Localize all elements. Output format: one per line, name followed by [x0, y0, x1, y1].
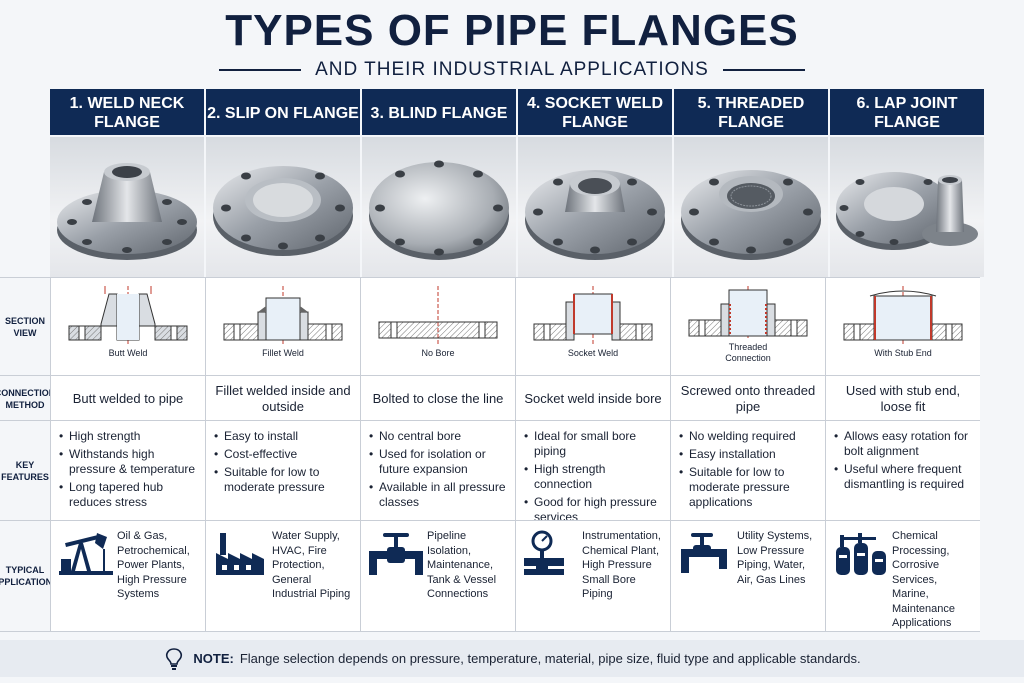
blind-section-diagram [378, 286, 498, 344]
flange-image-row [50, 137, 986, 277]
feature-item: Long tapered hub reduces stress [59, 480, 201, 510]
section-caption-3: No Bore [421, 348, 455, 358]
connection-cell-4: Socket weld inside bore [515, 376, 670, 421]
weld-neck-section-diagram [68, 286, 188, 344]
connection-cell-3: Bolted to close the line [360, 376, 515, 421]
features-cell-5: No welding required Easy installation Su… [670, 421, 825, 521]
applications-text-6: Chemical Processing, Corrosive Services,… [892, 530, 955, 629]
factory-icon [216, 533, 264, 575]
feature-item: Cost-effective [214, 447, 356, 462]
section-cell-2: Fillet Weld [205, 278, 360, 376]
features-cell-4: Ideal for small bore piping High strengt… [515, 421, 670, 524]
flange-header-1: 1. WELD NECK FLANGE [50, 89, 204, 135]
flange-header-4: 4. SOCKET WELD FLANGE [518, 89, 672, 135]
applications-cell-4: Instrumentation, Chemical Plant, High Pr… [515, 521, 670, 631]
key-features-row: KEY FEATURES High strength Withstands hi… [0, 420, 980, 524]
section-cell-6: With Stub End [825, 278, 980, 376]
applications-cell-1: Oil & Gas, Petrochemical, Power Plants, … [50, 521, 205, 631]
features-cell-3: No central bore Used for isolation or fu… [360, 421, 515, 521]
section-caption-6: With Stub End [874, 348, 932, 358]
applications-text-1: Oil & Gas, Petrochemical, Power Plants, … [117, 530, 190, 600]
flange-header-5: 5. THREADED FLANGE [674, 89, 828, 135]
feature-item: Suitable for low to moderate pressure ap… [679, 465, 821, 510]
flange-header-2: 2. SLIP ON FLANGE [206, 89, 360, 135]
applications-text-4: Instrumentation, Chemical Plant, High Pr… [582, 530, 661, 600]
applications-cell-6: Chemical Processing, Corrosive Services,… [825, 521, 980, 631]
feature-item: Used for isolation or future expansion [369, 447, 511, 477]
section-cell-3: No Bore [360, 278, 515, 376]
feature-item: Withstands high pressure & temperature [59, 447, 201, 477]
threaded-flange-image [674, 137, 828, 277]
features-cell-2: Easy to install Cost-effective Suitable … [205, 421, 360, 521]
slip-on-flange-image [206, 137, 360, 277]
flange-header-6: 6. LAP JOINT FLANGE [830, 89, 984, 135]
feature-item: Easy to install [214, 429, 356, 444]
applications-cell-3: Pipeline Isolation, Maintenance, Tank & … [360, 521, 515, 631]
section-view-row: SECTION VIEW Butt Weld Fille [0, 277, 980, 376]
pressure-gauge-icon [524, 530, 564, 575]
feature-item: Allows easy rotation for bolt alignment [834, 429, 976, 459]
features-cell-6: Allows easy rotation for bolt alignment … [825, 421, 980, 521]
chemical-tanks-icon [836, 533, 886, 575]
threaded-section-diagram [688, 286, 808, 338]
subtitle-rule-right [722, 69, 805, 71]
valve-icon [369, 533, 423, 575]
connection-cell-6: Used with stub end, loose fit [825, 376, 980, 421]
applications-cell-5: Utility Systems, Low Pressure Piping, Wa… [670, 521, 825, 631]
applications-cell-2: Water Supply, HVAC, Fire Protection, Gen… [205, 521, 360, 631]
feature-item: High strength [59, 429, 201, 444]
weld-neck-flange-image [50, 137, 204, 277]
feature-item: Suitable for low to moderate pressure [214, 465, 356, 495]
subtitle-bar: AND THEIR INDUSTRIAL APPLICATIONS [0, 58, 1024, 82]
faucet-valve-icon [681, 533, 727, 573]
blind-flange-image [362, 137, 516, 277]
applications-text-5: Utility Systems, Low Pressure Piping, Wa… [737, 530, 813, 586]
section-cell-1: Butt Weld [50, 278, 205, 376]
flange-header-3: 3. BLIND FLANGE [362, 89, 516, 135]
connection-cell-1: Butt welded to pipe [50, 376, 205, 421]
applications-text-3: Pipeline Isolation, Maintenance, Tank & … [427, 530, 497, 600]
applications-text-2: Water Supply, HVAC, Fire Protection, Gen… [272, 530, 351, 600]
feature-item: No welding required [679, 429, 821, 444]
row-label-connection: CONNECTION METHOD [0, 376, 55, 421]
lightbulb-icon [166, 647, 183, 670]
connection-cell-5: Screwed onto threaded pipe [670, 376, 825, 421]
features-cell-1: High strength Withstands high pressure &… [50, 421, 205, 521]
note-bar: NOTE: Flange selection depends on pressu… [0, 640, 1024, 677]
header-row: 1. WELD NECK FLANGE 2. SLIP ON FLANGE 3.… [50, 89, 986, 135]
lap-joint-section-diagram [843, 286, 963, 344]
row-label-section: SECTION VIEW [0, 278, 50, 376]
socket-weld-section-diagram [533, 286, 653, 344]
feature-item: Available in all pressure classes [369, 480, 511, 510]
socket-weld-flange-image [518, 137, 672, 277]
feature-item: Easy installation [679, 447, 821, 462]
section-caption-4: Socket Weld [567, 348, 619, 358]
typical-applications-row: TYPICAL APPLICATIONS Oil & Gas, Petroche… [0, 520, 980, 632]
section-caption-5: Threaded Connection [725, 342, 771, 363]
note-text: Flange selection depends on pressure, te… [239, 651, 861, 666]
lap-joint-flange-image [830, 137, 984, 277]
page-subtitle: AND THEIR INDUSTRIAL APPLICATIONS [315, 59, 709, 80]
row-label-features: KEY FEATURES [0, 421, 50, 521]
connection-cell-2: Fillet welded inside and outside [205, 376, 360, 421]
note-label: NOTE: [193, 651, 234, 666]
feature-item: No central bore [369, 429, 511, 444]
feature-item: Useful where frequent dismantling is req… [834, 462, 976, 492]
section-caption-2: Fillet Weld [262, 348, 304, 358]
section-cell-5: Threaded Connection [670, 278, 825, 376]
slip-on-section-diagram [223, 286, 343, 344]
page-title: TYPES OF PIPE FLANGES [225, 6, 799, 55]
row-label-applications: TYPICAL APPLICATIONS [0, 521, 58, 631]
section-caption-1: Butt Weld [108, 348, 148, 358]
connection-method-row: CONNECTION METHOD Butt welded to pipe Fi… [0, 375, 980, 421]
oil-pump-icon [59, 533, 113, 575]
feature-item: Ideal for small bore piping [524, 429, 666, 459]
feature-item: High strength connection [524, 462, 666, 492]
section-cell-4: Socket Weld [515, 278, 670, 376]
subtitle-rule-left [219, 69, 302, 71]
